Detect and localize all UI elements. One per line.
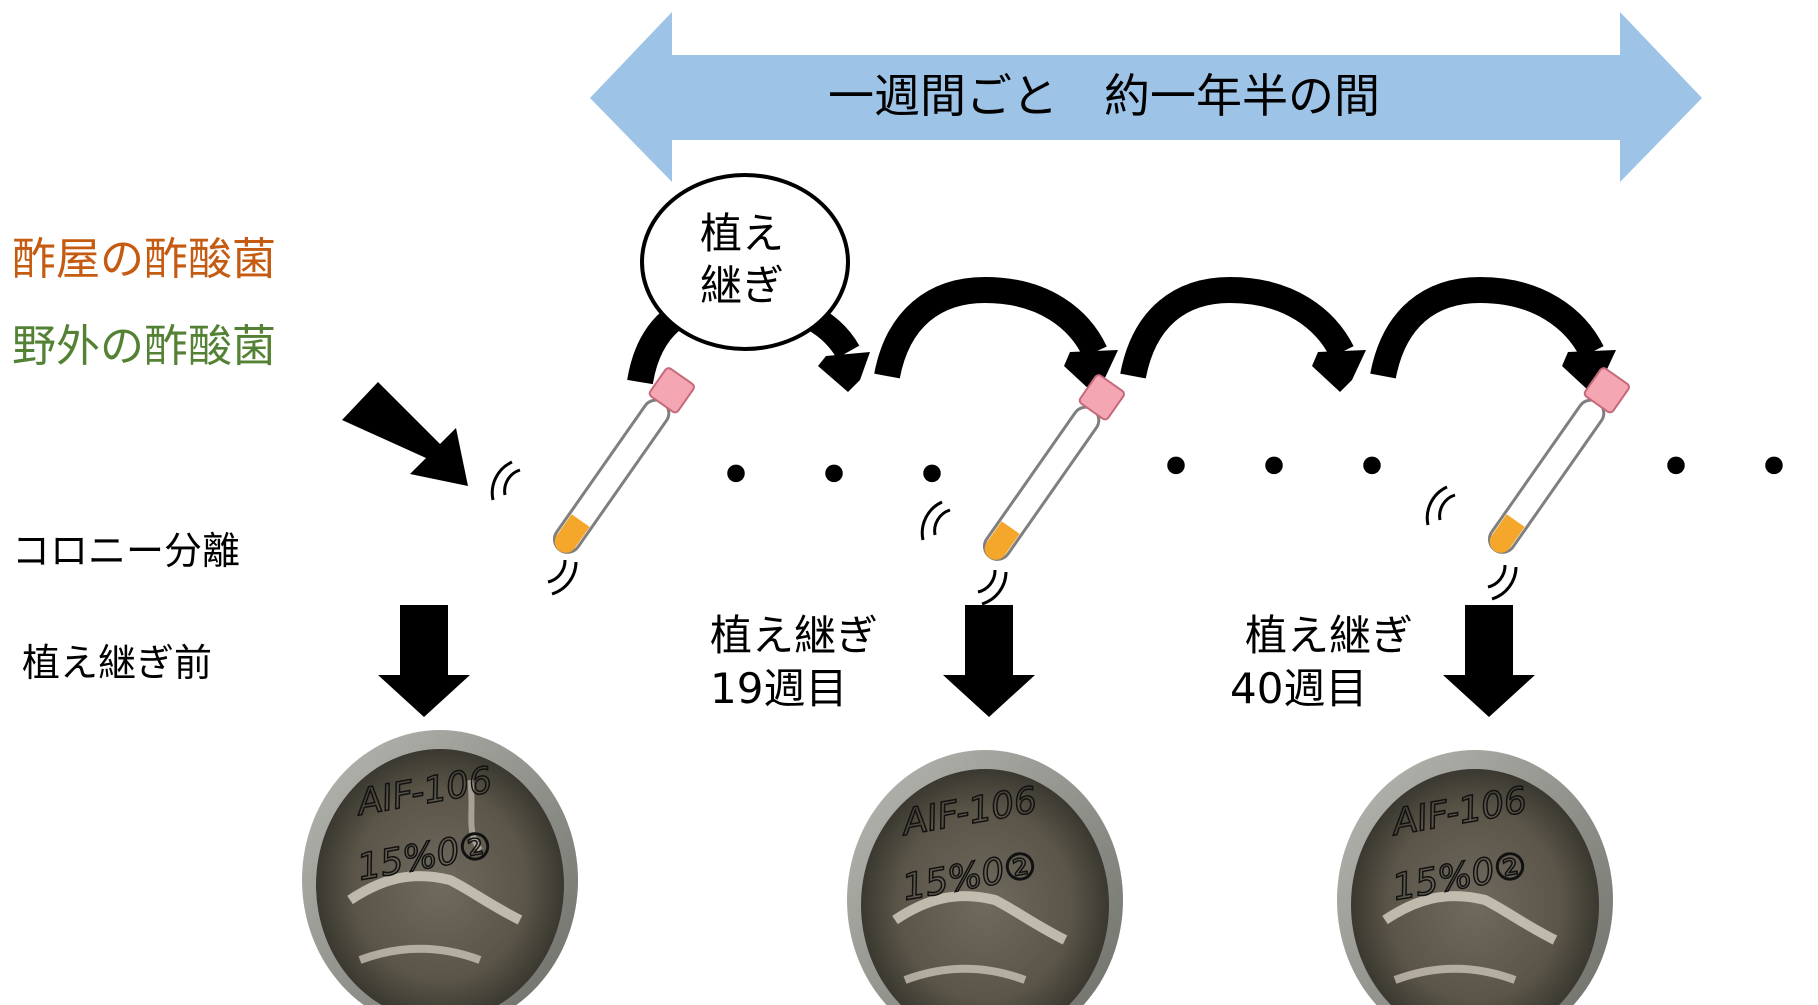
down-arrow-2 bbox=[943, 605, 1035, 717]
ellipsis-2: ・・・ bbox=[1140, 426, 1435, 510]
transfer-arrow-4 bbox=[1370, 276, 1616, 392]
test-tube-2 bbox=[982, 374, 1125, 561]
test-tube-3 bbox=[1487, 367, 1630, 554]
bubble-line1: 植え bbox=[700, 209, 785, 258]
source-wild-label: 野外の酢酸菌 bbox=[12, 321, 276, 372]
ellipsis-1: ・・・ bbox=[700, 434, 995, 518]
banner-text: 一週間ごと 約一年半の間 bbox=[828, 69, 1380, 123]
petri-dish-2 bbox=[847, 750, 1123, 1005]
petri-dish-1 bbox=[302, 730, 578, 1005]
shake-marks-1 bbox=[490, 460, 578, 596]
shake-marks-2 bbox=[920, 500, 1008, 606]
transfer-arrow-3 bbox=[1120, 276, 1366, 392]
colony-isolation-label: コロニー分離 bbox=[12, 529, 241, 573]
shake-marks-3 bbox=[1425, 485, 1518, 601]
down-arrow-1 bbox=[378, 605, 470, 717]
before-transfer-label: 植え継ぎ前 bbox=[22, 641, 213, 685]
week40-label-line2: 40週目 bbox=[1230, 664, 1368, 713]
week19-label-line2: 19週目 bbox=[710, 664, 848, 713]
period-double-arrow bbox=[590, 12, 1702, 182]
source-brewery-label: 酢屋の酢酸菌 bbox=[12, 234, 276, 285]
test-tube-1 bbox=[552, 367, 695, 554]
week19-label-line1: 植え継ぎ bbox=[710, 611, 879, 660]
transfer-arrow-2 bbox=[874, 276, 1118, 392]
input-arrow bbox=[342, 382, 468, 486]
down-arrow-3 bbox=[1443, 605, 1535, 717]
bubble-line2: 継ぎ bbox=[700, 261, 785, 310]
transfer-bubble bbox=[640, 173, 850, 351]
week40-label-line1: 植え継ぎ bbox=[1245, 611, 1414, 660]
ellipsis-3: ・・・ bbox=[1640, 426, 1818, 510]
petri-dish-3 bbox=[1337, 750, 1613, 1005]
